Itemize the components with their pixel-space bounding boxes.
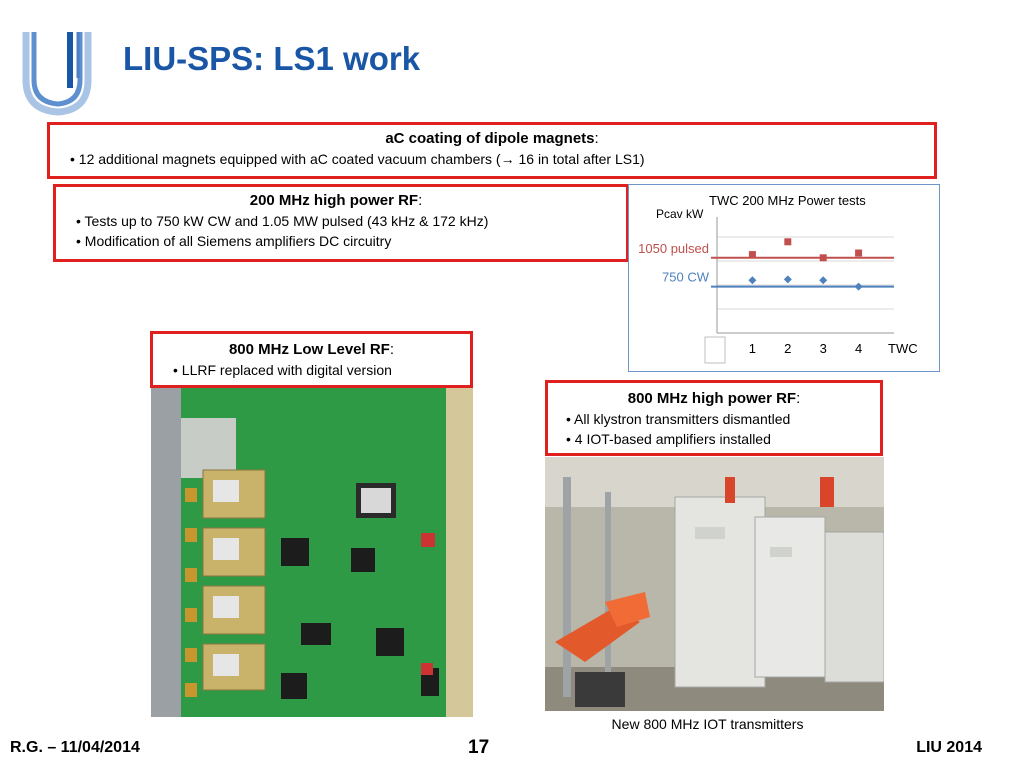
x-tick-label: 3 (820, 341, 827, 356)
x-tick-label: 2 (784, 341, 791, 356)
ac-coating-heading: aC coating of dipole magnets: (385, 130, 599, 147)
footer-author-date: R.G. – 11/04/2014 (10, 739, 140, 756)
rf800-heading: 800 MHz high power RF: (627, 390, 801, 407)
data-point-diamond (748, 276, 757, 285)
data-point-diamond (819, 276, 828, 285)
liu-logo (22, 32, 92, 116)
x-tick-label: 1 (749, 341, 756, 356)
slide-title: LIU-SPS: LS1 work (123, 40, 421, 77)
x-tick-label: 4 (855, 341, 862, 356)
llrf-box: 800 MHz Low Level RF: • LLRF replaced wi… (150, 331, 473, 388)
rf200-bullet: • Tests up to 750 kW CW and 1.05 MW puls… (76, 213, 489, 229)
data-point-diamond (783, 275, 792, 284)
rf800-box: 800 MHz high power RF: • All klystron tr… (545, 380, 883, 456)
iot-transmitters-photo (545, 457, 884, 711)
data-point-square (855, 249, 863, 257)
rf200-heading: 200 MHz high power RF: (249, 192, 423, 209)
footer-page-number: 17 (468, 737, 490, 758)
data-point-square (748, 251, 756, 259)
rf200-box: 200 MHz high power RF: • Tests up to 750… (53, 184, 629, 262)
llrf-bullet: • LLRF replaced with digital version (173, 362, 392, 378)
rf800-bullet: • All klystron transmitters dismantled (566, 411, 791, 427)
llrf-heading: 800 MHz Low Level RF: (228, 341, 395, 358)
reference-line-label: 750 CW (662, 270, 710, 285)
reference-line-label: 1050 pulsed (638, 241, 709, 256)
footer-event: LIU 2014 (916, 739, 982, 756)
llrf-board-photo (151, 388, 473, 717)
rf200-bullet: • Modification of all Siemens amplifiers… (76, 233, 392, 249)
rf800-bullet: • 4 IOT-based amplifiers installed (566, 431, 771, 447)
chart-legend-box (704, 336, 726, 364)
ac-coating-bullet: • 12 additional magnets equipped with aC… (70, 151, 645, 167)
chart-x-label: TWC (888, 341, 918, 356)
ac-coating-box: aC coating of dipole magnets: • 12 addit… (47, 122, 937, 179)
chart-title: TWC 200 MHz Power tests (709, 193, 866, 208)
data-point-square (784, 238, 792, 246)
chart-y-label: Pcav kW (656, 207, 704, 221)
iot-photo-caption: New 800 MHz IOT transmitters (611, 716, 804, 732)
data-point-square (819, 254, 827, 262)
data-point-diamond (854, 282, 863, 291)
